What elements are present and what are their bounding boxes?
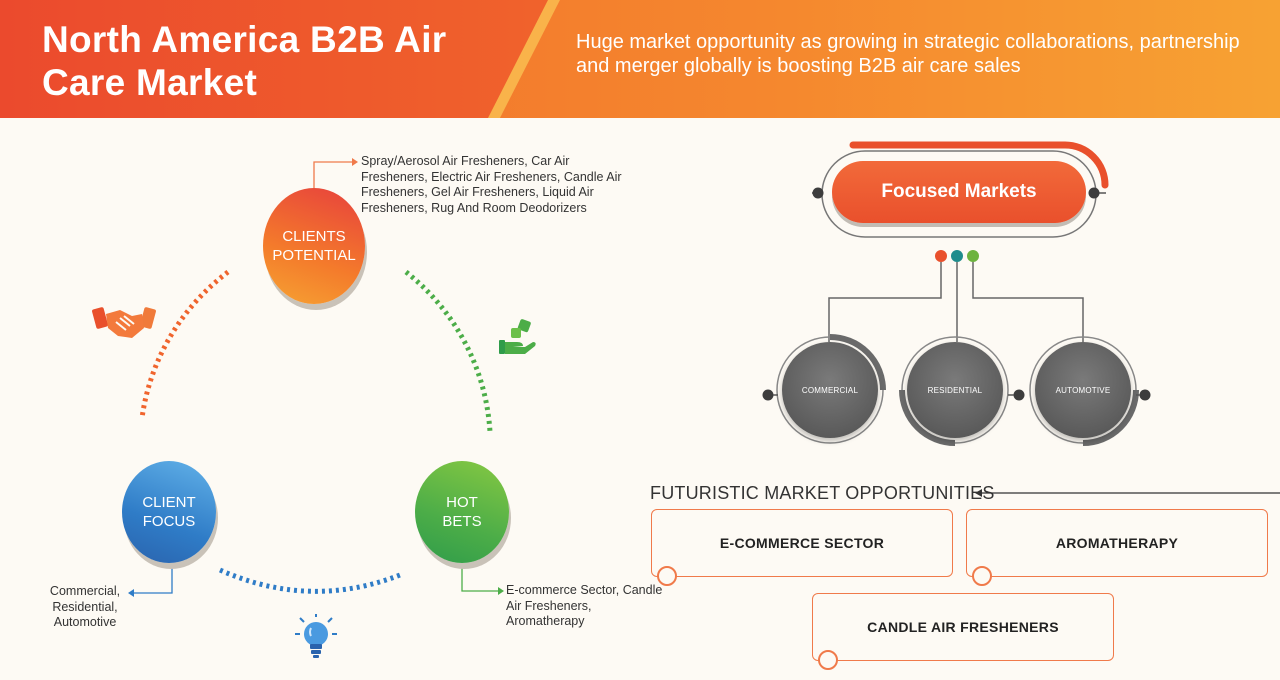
leader-hot (461, 563, 498, 592)
dot-green (967, 250, 979, 262)
hot-bets-circle: HOT BETS (415, 461, 509, 563)
market-commercial: COMMERCIAL (782, 342, 878, 438)
hot-bets-label: HOT BETS (442, 494, 482, 530)
page-title: North America B2B Air Care Market (42, 19, 447, 103)
clients-potential-note: Spray/Aerosol Air Fresheners, Car Air Fr… (361, 154, 622, 215)
opportunity-label: CANDLE AIR FRESHENERS (867, 619, 1059, 635)
hand-dice-icon (499, 319, 536, 354)
dot-red (935, 250, 947, 262)
focused-frame-arc (849, 141, 1109, 189)
lightbulb-icon (295, 614, 337, 658)
focused-markets-pill: Focused Markets (832, 161, 1086, 223)
handshake-icon (92, 307, 156, 338)
client-focus-note: Commercial, Residential, Automotive (49, 584, 121, 629)
header-tagline: Huge market opportunity as growing in st… (576, 31, 1240, 77)
arc-orange (139, 270, 230, 419)
client-focus-circle: CLIENT FOCUS (122, 461, 216, 563)
clients-potential-label: CLIENTS POTENTIAL (272, 228, 356, 264)
opportunity-candle: CANDLE AIR FRESHENERS (812, 593, 1114, 661)
opportunity-label: AROMATHERAPY (1055, 535, 1179, 551)
hot-bets-note: E-commerce Sector, Candle Air Fresheners… (506, 583, 663, 628)
arc-blue (218, 567, 401, 594)
opportunity-ecommerce: E-COMMERCE SECTOR (651, 509, 953, 577)
ring-commercial (762, 334, 886, 444)
opportunity-dot (818, 650, 838, 670)
arc-green (404, 270, 493, 433)
opportunity-dot (972, 566, 992, 586)
header-banner: North America B2B Air Care Market Huge m… (0, 0, 1280, 118)
opportunity-dot (657, 566, 677, 586)
opportunity-aromatherapy: AROMATHERAPY (966, 509, 1268, 577)
opportunity-label: E-COMMERCE SECTOR (719, 535, 885, 551)
clients-potential-circle: CLIENTS POTENTIAL (263, 188, 365, 304)
ring-automotive (1029, 336, 1151, 446)
market-automotive: AUTOMOTIVE (1035, 342, 1131, 438)
market-residential: RESIDENTIAL (907, 342, 1003, 438)
client-focus-label: CLIENT FOCUS (142, 494, 196, 530)
dot-teal (951, 250, 963, 262)
leader-potential (313, 161, 352, 194)
leader-focus (134, 563, 173, 594)
ring-residential (899, 336, 1025, 446)
futuristic-title: FUTURISTIC MARKET OPPORTUNITIES (650, 483, 995, 503)
